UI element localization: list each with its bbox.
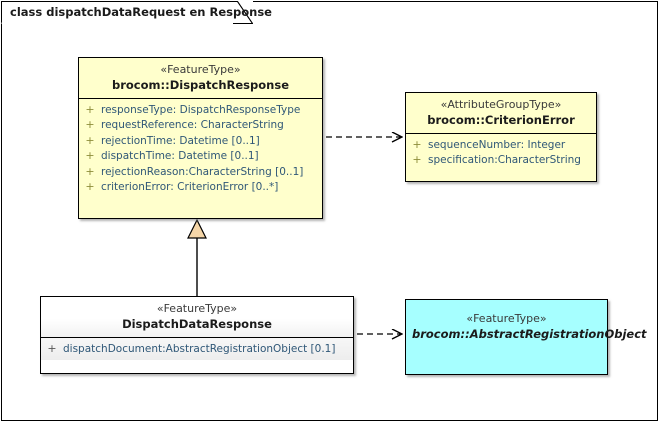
visibility-marker: + [47,341,57,355]
class-header: «FeatureType» brocom::DispatchResponse [79,58,322,98]
visibility-marker: + [85,118,95,132]
title-tab-shape [1,1,253,24]
attribute-row[interactable]: + requestReference: CharacterString [79,117,322,133]
visibility-marker: + [85,180,95,194]
attribute-row[interactable]: + criterionError: CriterionError [0..*] [79,179,322,195]
class-header: «FeatureType» DispatchDataResponse [41,297,353,337]
attribute-label: sequenceNumber: Integer [428,138,566,151]
visibility-marker: + [412,153,422,167]
class-name: brocom::DispatchResponse [112,77,289,92]
attribute-row[interactable]: + rejectionTime: Datetime [0..1] [79,133,322,149]
class-name: DispatchDataResponse [122,316,272,331]
attribute-label: specification:CharacterString [428,154,581,167]
uml-class-dispatch-data-response[interactable]: «FeatureType» DispatchDataResponse + dis… [40,296,354,374]
class-name: brocom::CriterionError [427,112,575,127]
attribute-row[interactable]: + responseType: DispatchResponseType [79,102,322,118]
attribute-label: rejectionTime: Datetime [0..1] [101,134,260,147]
uml-class-abstract-registration-object[interactable]: «FeatureType» brocom::AbstractRegistrati… [405,299,647,375]
compartment-divider [79,97,322,99]
attribute-label: requestReference: CharacterString [101,119,284,132]
visibility-marker: + [85,102,95,116]
attribute-label: responseType: DispatchResponseType [101,103,301,116]
visibility-marker: + [85,164,95,178]
diagram-title-tab[interactable]: class dispatchDataRequest en Response [1,1,272,24]
uml-class-dispatch-response[interactable]: «FeatureType» brocom::DispatchResponse +… [78,57,323,219]
attribute-row[interactable]: + dispatchDocument:AbstractRegistrationO… [41,341,353,357]
visibility-marker: + [412,137,422,151]
class-header: «FeatureType» brocom::AbstractRegistrati… [406,300,647,347]
class-stereotype: «FeatureType» [160,63,241,76]
attribute-label: rejectionReason:CharacterString [0..1] [101,165,304,178]
attribute-label: criterionError: CriterionError [0..*] [101,181,279,194]
attribute-compartment: + dispatchDocument:AbstractRegistrationO… [41,337,353,361]
class-name: brocom::AbstractRegistrationObject [412,326,647,341]
attribute-row[interactable]: + specification:CharacterString [406,152,596,168]
class-stereotype: «FeatureType» [466,312,547,325]
attribute-compartment: + sequenceNumber: Integer + specificatio… [406,134,596,172]
class-stereotype: «FeatureType» [156,302,238,315]
compartment-divider [41,336,353,338]
attribute-compartment: + responseType: DispatchResponseType + r… [79,99,322,199]
compartment-divider [406,132,596,134]
attribute-row[interactable]: + sequenceNumber: Integer [406,137,596,153]
attribute-label: dispatchTime: Datetime [0..1] [101,150,259,163]
attribute-label: dispatchDocument:AbstractRegistrationObj… [63,342,336,355]
attribute-row[interactable]: + dispatchTime: Datetime [0..1] [79,148,322,164]
attribute-row[interactable]: + rejectionReason:CharacterString [0..1] [79,164,322,180]
class-stereotype: «AttributeGroupType» [440,98,562,111]
visibility-marker: + [85,149,95,163]
uml-class-criterion-error[interactable]: «AttributeGroupType» brocom::CriterionEr… [405,92,597,182]
visibility-marker: + [85,133,95,147]
diagram-title-label: class dispatchDataRequest en Response [10,5,272,19]
class-header: «AttributeGroupType» brocom::CriterionEr… [406,93,596,133]
